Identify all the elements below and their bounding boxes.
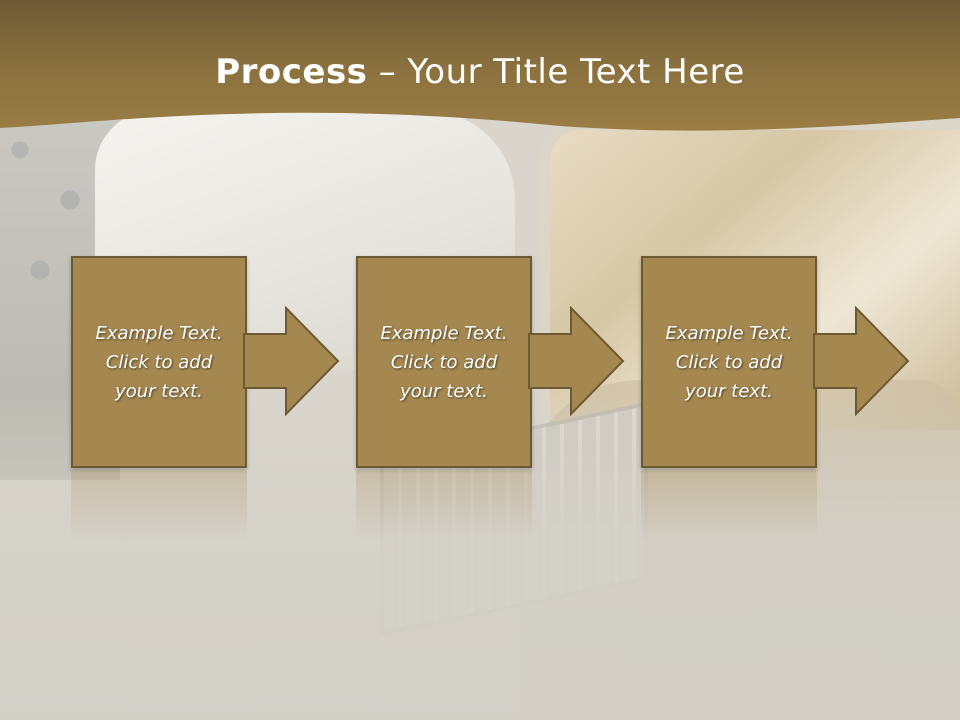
right-arrow-icon: [528, 306, 625, 416]
process-box-2[interactable]: Example Text. Click to add your text.: [356, 256, 532, 468]
page-title[interactable]: Process – Your Title Text Here: [0, 52, 960, 92]
step-line-3: your text.: [115, 380, 203, 402]
box-reflection: [71, 470, 247, 540]
right-arrow-icon: [813, 306, 910, 416]
title-bold-part: Process: [215, 52, 368, 92]
step-line-1: Example Text.: [665, 322, 793, 344]
step-line-1: Example Text.: [95, 322, 223, 344]
step-line-2: Click to add: [390, 351, 498, 373]
step-line-3: your text.: [685, 380, 773, 402]
step-line-2: Click to add: [105, 351, 213, 373]
step-line-1: Example Text.: [380, 322, 508, 344]
process-step-3[interactable]: Example Text. Click to add your text.: [641, 256, 817, 468]
right-arrow-icon: [243, 306, 340, 416]
process-box-3[interactable]: Example Text. Click to add your text.: [641, 256, 817, 468]
process-text-2[interactable]: Example Text. Click to add your text.: [370, 319, 517, 406]
process-text-1[interactable]: Example Text. Click to add your text.: [85, 319, 232, 406]
process-text-3[interactable]: Example Text. Click to add your text.: [655, 319, 802, 406]
box-reflection: [356, 470, 532, 540]
title-banner: [0, 0, 960, 131]
process-step-1[interactable]: Example Text. Click to add your text.: [71, 256, 247, 468]
box-reflection: [641, 470, 817, 540]
step-line-2: Click to add: [675, 351, 783, 373]
title-rest-part: – Your Title Text Here: [367, 52, 745, 92]
process-step-2[interactable]: Example Text. Click to add your text.: [356, 256, 532, 468]
process-box-1[interactable]: Example Text. Click to add your text.: [71, 256, 247, 468]
step-line-3: your text.: [400, 380, 488, 402]
